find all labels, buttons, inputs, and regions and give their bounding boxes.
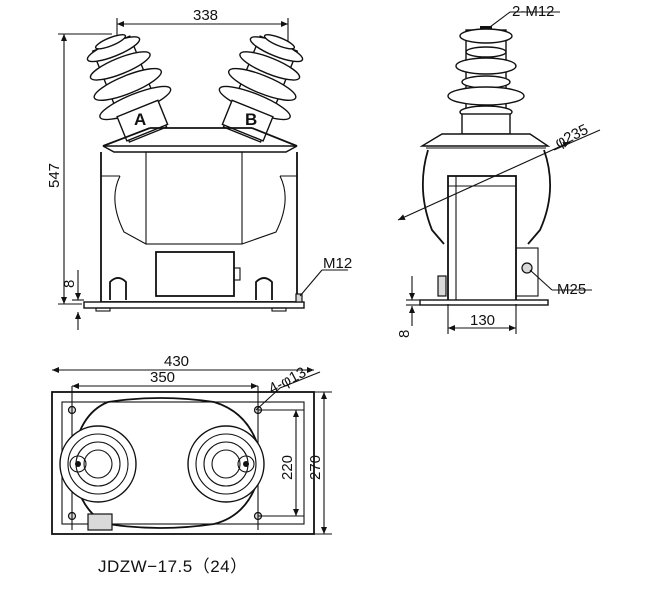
top-base-plate [51,391,315,535]
ground-bolt-label: M25 [557,281,586,298]
top-cap [102,145,298,153]
top-view: 430 350 4-φ13 [51,353,332,535]
side-base-thickness-label: 8 [396,330,413,338]
side-core-block [447,175,517,305]
side-flange [419,133,551,147]
overall-width-label: 430 [164,353,189,370]
overall-depth-label: 270 [307,455,324,480]
width-dimension-label: 338 [193,7,218,24]
base-width-label: 130 [470,312,495,329]
side-base-plate [419,299,549,306]
top-bushing-left [59,425,137,503]
base-thickness-label: 8 [61,280,78,288]
phase-a-label: A [134,110,146,129]
phase-b-label: B [245,110,257,129]
base-plate [83,301,305,309]
bolt-label: M12 [323,255,352,272]
lifting-loop-right [255,277,273,300]
hole-spacing-label: 350 [150,369,175,386]
terminal-label: 2-M12 [512,3,555,20]
insulator-b [218,34,304,143]
hole-depth-label: 220 [279,455,296,480]
diameter-label: φ235 [552,121,591,152]
insulator-a [86,34,172,143]
height-dimension-label: 547 [46,163,63,188]
front-view: 338 547 8 A [46,7,352,330]
nameplate [155,251,235,297]
side-insulator [447,28,525,135]
side-round-body [421,149,551,245]
top-terminal-box [87,513,113,531]
side-view: 2-M12 φ235 M25 [396,3,601,338]
top-bushing-right [187,425,265,503]
model-caption: JDZW−17.5（24） [98,557,248,576]
lifting-loop-left [109,277,127,300]
